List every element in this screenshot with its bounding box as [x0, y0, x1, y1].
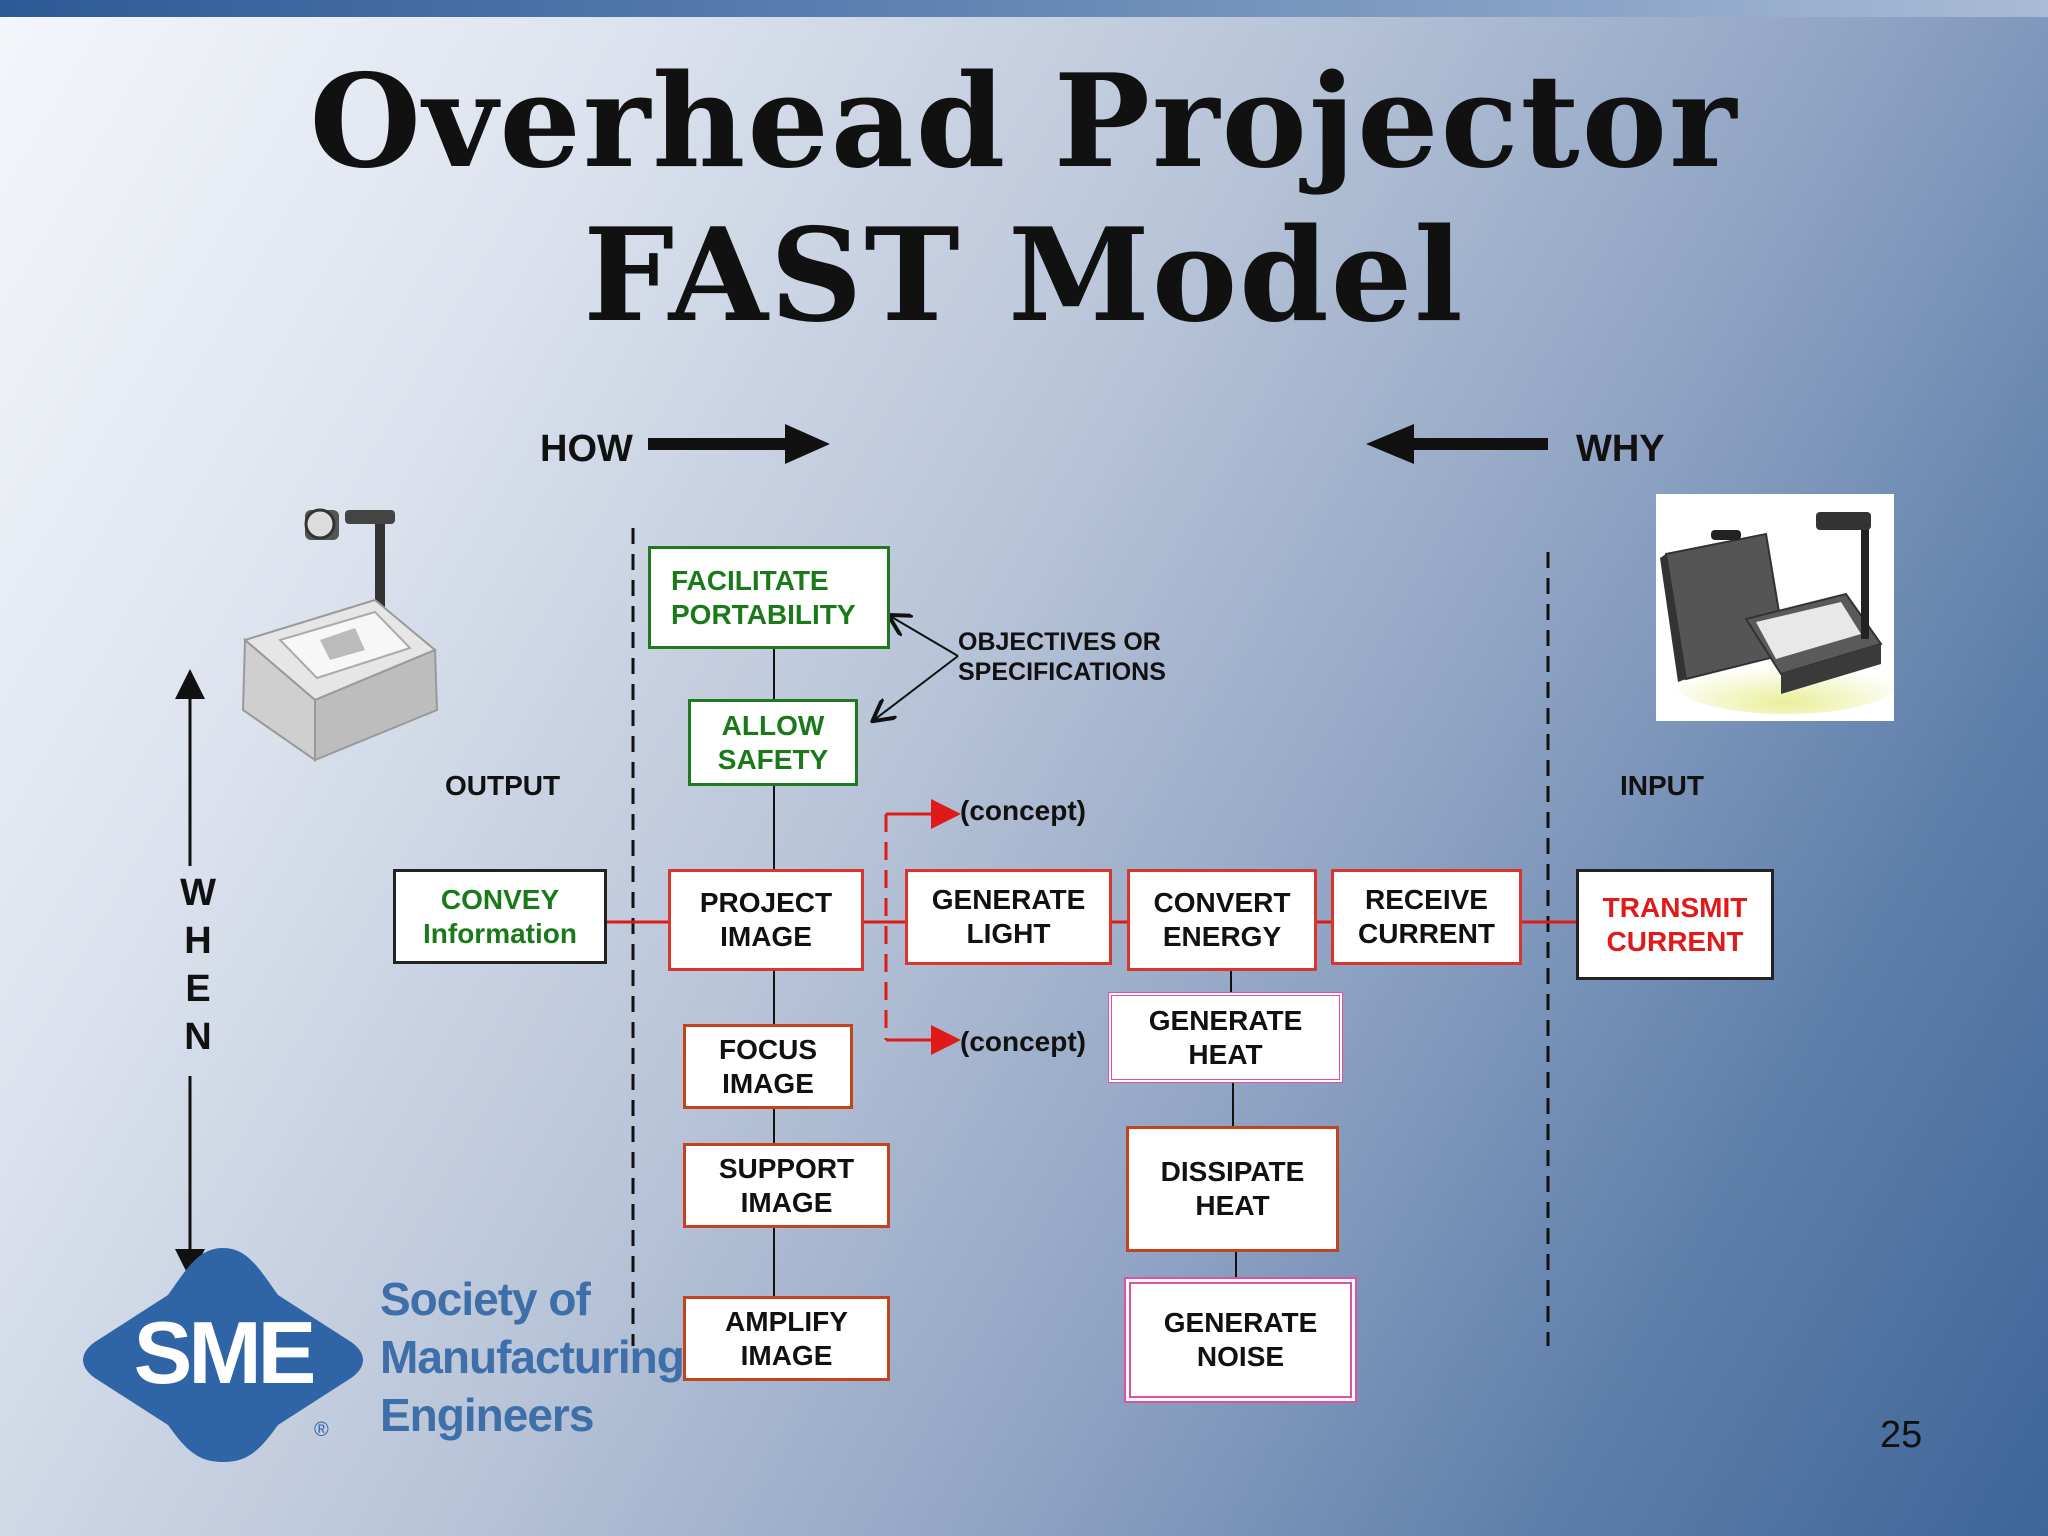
top-accent-bar	[0, 0, 2048, 17]
when-letter-e: E	[185, 968, 211, 1010]
overhead-projector-image	[241, 508, 439, 762]
why-arrow	[1366, 424, 1548, 464]
slide-title-line2: FAST Model	[583, 201, 1465, 351]
page-number: 25	[1880, 1414, 1923, 1456]
input-label: INPUT	[1620, 770, 1704, 801]
sme-logo-mark: SME ®	[83, 1248, 363, 1462]
output-label: OUTPUT	[445, 770, 561, 801]
why-label: WHY	[1576, 428, 1665, 470]
when-letter-h: H	[184, 920, 212, 962]
slide-title-line1: Overhead Projector	[309, 47, 1739, 197]
sme-logo-text: Society of Manufacturing Engineers	[380, 1273, 685, 1441]
how-label: HOW	[540, 428, 633, 470]
how-arrow	[648, 424, 830, 464]
objectives-label: OBJECTIVES OR SPECIFICATIONS	[958, 628, 1166, 686]
concept-label-top: (concept)	[960, 795, 1086, 826]
when-letter-n: N	[184, 1016, 212, 1058]
when-letter-w: W	[180, 872, 216, 914]
portable-projector-image	[1656, 494, 1896, 721]
registered-mark: ®	[314, 1419, 329, 1441]
concept-label-bottom: (concept)	[960, 1026, 1086, 1057]
sme-logo-letters: SME	[134, 1303, 314, 1402]
